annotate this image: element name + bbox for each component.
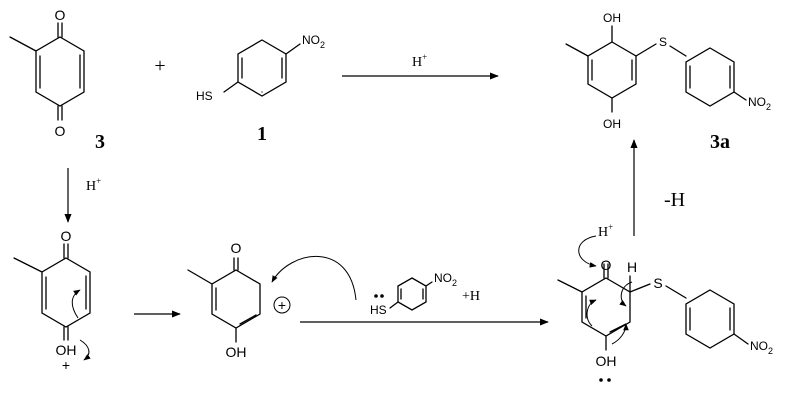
atom-oh-bottom: OH — [603, 117, 621, 131]
molecule-3-methylbenzoquinone: O O — [9, 7, 85, 139]
atom-oh: OH — [596, 353, 617, 369]
atom-hs: HS — [196, 89, 213, 103]
curly-arrow-attack — [271, 255, 357, 301]
reagent-hplus-top: H+ — [412, 52, 427, 70]
atom-oh: OH — [226, 344, 247, 360]
reagent-plus-h: +H — [462, 289, 480, 304]
curly-arrow-ring — [71, 289, 81, 319]
atom-no2: NO2 — [302, 33, 325, 50]
atom-oxygen-top: O — [231, 240, 242, 256]
compound-label-1: 1 — [257, 123, 267, 145]
curly-arrow-oh — [79, 339, 91, 361]
reagent-hplus-adduct: H+ — [598, 222, 613, 240]
atom-no2: NO2 — [748, 95, 771, 112]
atom-sulfur: S — [653, 275, 662, 291]
molecule-carbocation: O OH + — [187, 240, 291, 360]
atom-oxygen-bottom: O — [55, 123, 66, 139]
atom-oh-protonated: OH — [56, 342, 77, 358]
molecule-adduct-intermediate: O H S OH NO2 H+ — [557, 222, 773, 382]
atom-oh-top: OH — [603, 11, 621, 25]
atom-no2: NO2 — [750, 339, 773, 356]
molecule-nucleophile-thiophenol: HS NO2 — [370, 271, 457, 317]
plus-sign-top: + — [154, 55, 165, 77]
molecule-3a-product: OH OH S NO2 — [565, 11, 771, 131]
atom-h-sp3: H — [627, 259, 637, 275]
compound-label-3: 3 — [95, 131, 105, 153]
atom-oxygen-top: O — [61, 228, 72, 244]
compound-label-3a: 3a — [710, 131, 730, 153]
reagent-hplus-left: H+ — [86, 176, 101, 194]
molecule-protonated-quinone: O OH + — [13, 228, 91, 373]
curly-arrow-ring-right — [611, 323, 629, 345]
reagent-minus-h: -H — [664, 189, 685, 211]
curly-arrow-ring-left — [586, 299, 597, 327]
atom-sulfur: S — [659, 35, 667, 49]
atom-oxygen-ketone: O — [601, 257, 612, 273]
molecule-1-nitrothiophenol: HS NO2 — [196, 33, 325, 103]
atom-oxygen-top: O — [55, 7, 66, 23]
curly-arrow-ch-bond — [619, 281, 633, 307]
atom-hs: HS — [370, 303, 387, 317]
curly-arrow-protonation — [578, 235, 597, 268]
atom-no2: NO2 — [434, 271, 457, 288]
charge-plus: + — [62, 357, 70, 373]
charge-plus-circled: + — [278, 297, 286, 313]
